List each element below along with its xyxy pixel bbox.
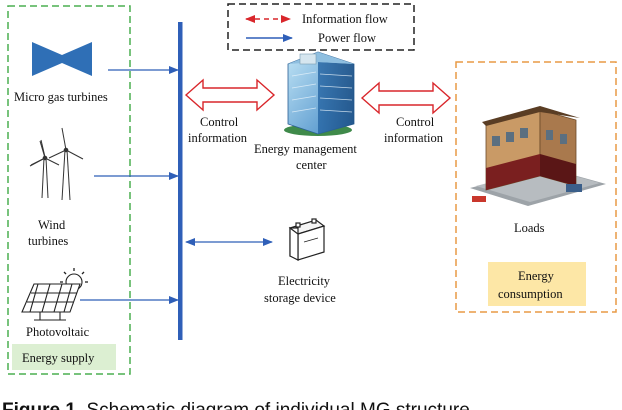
energy-supply-group: Micro gas turbines Wind turbines (7, 5, 179, 375)
loads-building-icon (470, 106, 606, 206)
energy-consumption-label-bg (488, 262, 586, 306)
storage-label-line1: Electricity (278, 274, 331, 288)
wind-label-line1: Wind (38, 218, 66, 232)
control-info-arrow-left (184, 78, 276, 112)
energy-consumption-group: Loads Energy consumption (455, 61, 617, 313)
control-info-left-line1: Control (200, 115, 239, 129)
legend-power-flow-label: Power flow (318, 31, 376, 45)
loads-label: Loads (514, 221, 545, 235)
legend-information-flow-label: Information flow (302, 12, 388, 26)
energy-consumption-label-line2: consumption (498, 287, 563, 301)
photovoltaic-label: Photovoltaic (26, 325, 90, 339)
control-info-right-line1: Control (396, 115, 435, 129)
figure-caption: Figure 1. Schematic diagram of individua… (2, 400, 470, 410)
power-bus (178, 22, 183, 340)
storage-label-line2: storage device (264, 291, 336, 305)
energy-supply-border (7, 5, 131, 375)
micro-gas-turbines-label: Micro gas turbines (14, 90, 108, 104)
wind-label-line2: turbines (28, 234, 68, 248)
battery-icon (288, 218, 326, 261)
figure-caption-prefix: Figure 1. (2, 400, 81, 410)
photovoltaic-icon (21, 268, 88, 321)
control-info-right-line2: information (384, 131, 444, 145)
energy-management-label-line1: Energy management (254, 142, 357, 156)
energy-consumption-label-line1: Energy (518, 269, 555, 283)
figure-caption-text: Schematic diagram of individual MG struc… (81, 400, 470, 410)
wind-turbine-icon (29, 127, 84, 201)
energy-consumption-border (455, 61, 617, 313)
energy-management-label-line2: center (296, 158, 327, 172)
legend: Information flow Power flow (227, 3, 415, 51)
control-info-left-line2: information (188, 131, 248, 145)
micro-gas-turbine-icon (32, 42, 92, 76)
energy-supply-label: Energy supply (22, 351, 95, 365)
control-info-arrow-right (360, 81, 452, 115)
energy-supply-label-bg (12, 344, 116, 370)
energy-management-building-icon (284, 51, 355, 136)
legend-border (227, 3, 415, 51)
